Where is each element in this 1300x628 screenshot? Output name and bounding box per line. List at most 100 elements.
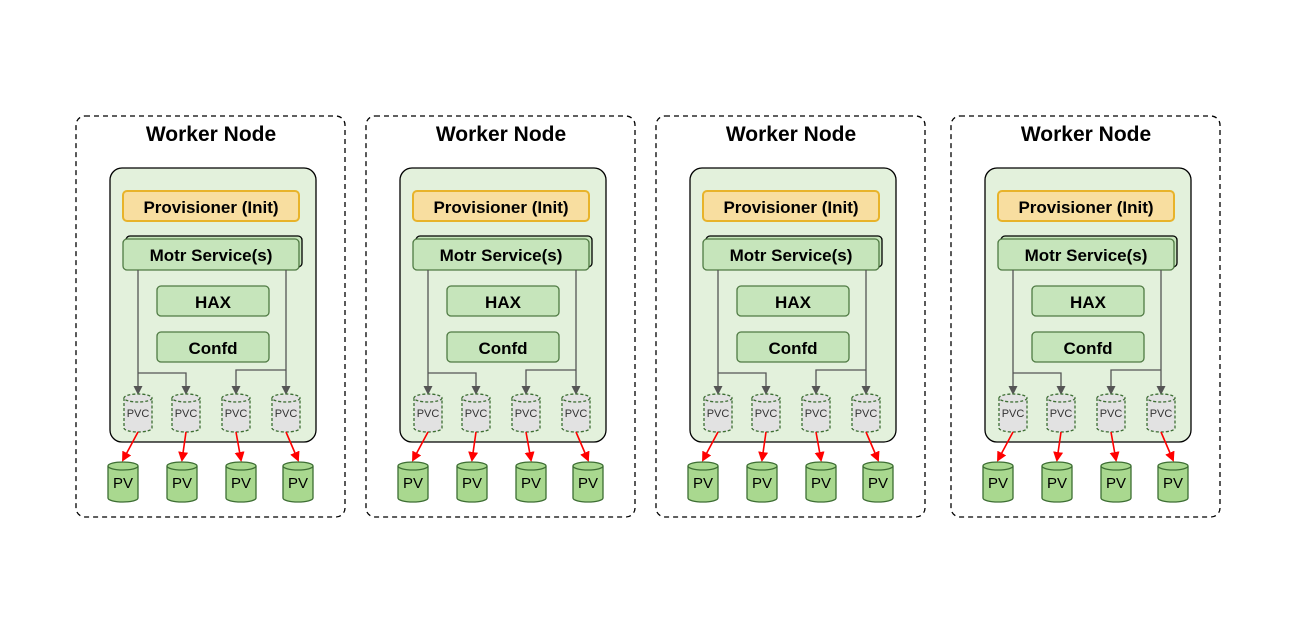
motr-service-label: Motr Service(s) (1025, 246, 1148, 265)
pv-cylinder (746, 461, 778, 503)
pvc-cylinder (561, 393, 591, 433)
pv-label: PV (403, 475, 423, 492)
pvc-cylinder-body (1046, 398, 1076, 433)
hax-box (736, 285, 850, 317)
pv-cylinder-body (746, 466, 778, 503)
pv-cylinder-body (282, 466, 314, 503)
pv-cylinder-top (107, 461, 139, 471)
pv-cylinder (1157, 461, 1189, 503)
worker-node-title: Worker Node (146, 123, 276, 146)
motr-service-box (412, 238, 590, 271)
pvc-cylinder (413, 393, 443, 433)
pv-cylinder (687, 461, 719, 503)
confd-box (446, 331, 560, 363)
pv-cylinder-top (687, 461, 719, 471)
pvc-cylinder-top (1096, 393, 1126, 403)
motr-to-pvc-connector (521, 369, 576, 395)
pvc-to-pv-arrow (758, 431, 769, 462)
pvc-cylinder-top (703, 393, 733, 403)
pv-cylinder (572, 461, 604, 503)
pv-label: PV (752, 475, 772, 492)
pvc-to-pv-arrow (702, 431, 719, 462)
provisioner-box (702, 190, 880, 222)
pvc-cylinder (271, 393, 301, 433)
pvc-cylinder (221, 393, 251, 433)
pvc-cylinder-body (561, 398, 591, 433)
pv-label: PV (868, 475, 888, 492)
pv-cylinder-top (397, 461, 429, 471)
pv-cylinder (166, 461, 198, 503)
pv-cylinder-body (225, 466, 257, 503)
pv-cylinder-body (687, 466, 719, 503)
pvc-cylinder-body (801, 398, 831, 433)
pv-cylinder-body (456, 466, 488, 503)
pvc-cylinder-top (801, 393, 831, 403)
pv-cylinder (225, 461, 257, 503)
pvc-label: PVC (465, 408, 488, 420)
hax-label: HAX (195, 293, 232, 312)
pvc-to-pv-arrow (814, 431, 825, 462)
pv-cylinder-top (572, 461, 604, 471)
hax-label: HAX (1070, 293, 1107, 312)
pvc-cylinder-top (751, 393, 781, 403)
pvc-to-pv-arrow (285, 431, 300, 462)
pv-cylinder-top (746, 461, 778, 471)
pvc-label: PVC (417, 408, 440, 420)
pv-cylinder-body (982, 466, 1014, 503)
confd-label: Confd (478, 339, 527, 358)
provisioner-box (412, 190, 590, 222)
pvc-cylinder (801, 393, 831, 433)
pv-cylinder-body (107, 466, 139, 503)
pvc-cylinder (998, 393, 1028, 433)
pvc-cylinder-body (751, 398, 781, 433)
pv-label: PV (811, 475, 831, 492)
confd-box (1031, 331, 1145, 363)
pvc-cylinder-top (1046, 393, 1076, 403)
pv-cylinder-body (166, 466, 198, 503)
motr-to-pvc-connector (811, 369, 866, 395)
motr-to-pvc-connector (428, 372, 481, 395)
motr-to-pvc-connector (1106, 369, 1161, 395)
pvc-label: PVC (707, 408, 730, 420)
pvc-label: PVC (805, 408, 828, 420)
provisioner-box (997, 190, 1175, 222)
pvc-cylinder-body (271, 398, 301, 433)
hax-label: HAX (485, 293, 522, 312)
pv-cylinder-top (225, 461, 257, 471)
pvc-cylinder (1096, 393, 1126, 433)
pvc-label: PVC (565, 408, 588, 420)
pvc-to-pv-arrow (1109, 431, 1120, 462)
pvc-to-pv-arrow (412, 431, 429, 462)
pv-label: PV (578, 475, 598, 492)
pvc-cylinder-top (511, 393, 541, 403)
worker-node-title: Worker Node (1021, 123, 1151, 146)
provisioner-label: Provisioner (Init) (1018, 198, 1153, 217)
pvc-cylinder (171, 393, 201, 433)
pv-cylinder (805, 461, 837, 503)
pvc-cylinder-body (1096, 398, 1126, 433)
pvc-cylinder-body (413, 398, 443, 433)
pvc-cylinder-body (221, 398, 251, 433)
pv-cylinder-top (456, 461, 488, 471)
pvc-cylinder (461, 393, 491, 433)
pvc-cylinder (123, 393, 153, 433)
pvc-cylinder-top (171, 393, 201, 403)
pvc-cylinder (1046, 393, 1076, 433)
motr-to-pvc-connector (718, 372, 771, 395)
pvc-cylinder-top (221, 393, 251, 403)
pv-label: PV (172, 475, 192, 492)
pvc-to-pv-arrow (1053, 431, 1064, 462)
pv-label: PV (462, 475, 482, 492)
motr-to-pvc-connector (138, 372, 191, 395)
pvc-cylinder-body (1146, 398, 1176, 433)
motr-service-box (997, 238, 1175, 271)
worker-node-title: Worker Node (436, 123, 566, 146)
confd-box (736, 331, 850, 363)
pv-cylinder-top (862, 461, 894, 471)
worker-node-border (655, 115, 926, 518)
pvc-cylinder (851, 393, 881, 433)
pvc-cylinder (511, 393, 541, 433)
pv-label: PV (1106, 475, 1126, 492)
